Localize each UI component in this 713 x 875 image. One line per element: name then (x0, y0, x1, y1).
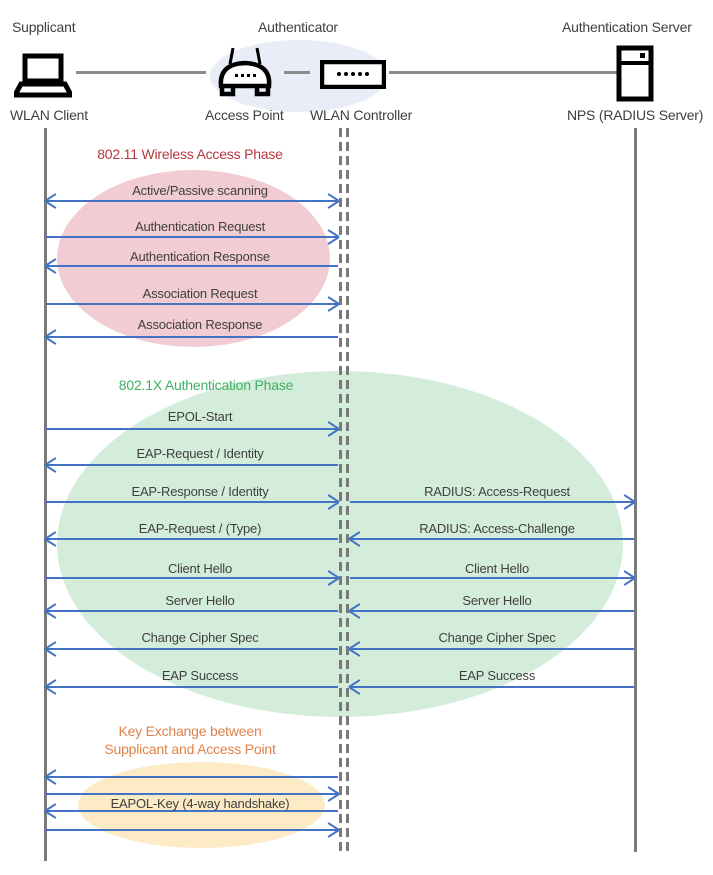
message-label: Authentication Request (134, 219, 266, 234)
arrow-authentication-response (44, 258, 338, 274)
lifeline-wlan-controller-inner (346, 128, 349, 854)
message-label: RADIUS: Access-Challenge (419, 521, 575, 536)
role-authentication-server: Authentication Server (562, 19, 692, 35)
arrow-association-response (44, 329, 338, 345)
message-label: EPOL-Start (167, 409, 233, 424)
arrow-eap-success-right (348, 679, 634, 695)
wireless-phase-ellipse (57, 170, 330, 347)
arrow-eapol-key-2 (46, 786, 340, 802)
message-label: EAP-Request / (Type) (138, 521, 262, 536)
access-point-icon (212, 46, 278, 102)
arrow-server-hello-right (348, 603, 634, 619)
arrow-eapol-key-4 (46, 822, 340, 838)
arrow-active-passive-scanning (44, 193, 340, 209)
message-label: Change Cipher Spec (438, 630, 556, 645)
arrow-eap-response-identity (46, 494, 340, 510)
arrow-eap-request-identity (44, 457, 338, 473)
message-label: Change Cipher Spec (141, 630, 259, 645)
arrow-eap-request-type (44, 531, 338, 547)
message-label: Client Hello (167, 561, 233, 576)
arrow-client-hello-left (46, 570, 340, 586)
message-label: EAP Success (458, 668, 536, 683)
message-label: EAP-Request / Identity (136, 446, 264, 461)
device-nps-radius-server: NPS (RADIUS Server) (567, 107, 704, 123)
arrow-eapol-key-1 (44, 769, 338, 785)
lifeline-wlan-client (44, 128, 47, 861)
wireless-phase-title: 802.11 Wireless Access Phase (97, 146, 283, 162)
server-icon (616, 45, 654, 102)
message-label: Client Hello (464, 561, 530, 576)
arrow-eapol-key-3 (44, 803, 338, 819)
arrow-radius-access-request (350, 494, 636, 510)
message-label: Active/Passive scanning (132, 183, 268, 198)
link-ap-to-controller (284, 71, 310, 74)
message-label: Server Hello (462, 593, 532, 608)
link-controller-to-server (389, 71, 617, 74)
device-access-point: Access Point (205, 107, 284, 123)
wlan-controller-icon (320, 60, 386, 89)
arrow-eap-success-left (44, 679, 338, 695)
device-wlan-client: WLAN Client (10, 107, 88, 123)
message-label: Server Hello (165, 593, 235, 608)
message-label: RADIUS: Access-Request (424, 484, 570, 499)
arrow-radius-access-challenge (348, 531, 634, 547)
arrow-epol-start (46, 421, 340, 437)
arrow-client-hello-right (350, 570, 636, 586)
role-supplicant: Supplicant (12, 19, 76, 35)
message-label: EAP Success (161, 668, 239, 683)
arrow-change-cipher-spec-right (348, 641, 634, 657)
arrow-authentication-request (46, 229, 340, 245)
message-label: Association Request (142, 286, 258, 301)
device-wlan-controller: WLAN Controller (310, 107, 413, 123)
arrow-server-hello-left (44, 603, 338, 619)
message-label: Association Response (137, 317, 263, 332)
arrow-association-request (46, 296, 340, 312)
lifeline-wlan-controller-outer (339, 128, 342, 854)
role-authenticator: Authenticator (258, 19, 338, 35)
key-exchange-phase-title-line2: Supplicant and Access Point (104, 741, 276, 757)
laptop-icon (14, 53, 72, 98)
link-client-to-ap (76, 71, 206, 74)
arrow-change-cipher-spec-left (44, 641, 338, 657)
key-exchange-phase-title-line1: Key Exchange between (118, 723, 262, 739)
dot1x-phase-title: 802.1X Authentication Phase (118, 377, 294, 393)
message-label: Authentication Response (130, 249, 270, 264)
message-label: EAPOL-Key (4-way handshake) (110, 796, 290, 811)
lifeline-nps-server (634, 128, 637, 852)
message-label: EAP-Response / Identity (131, 484, 269, 499)
